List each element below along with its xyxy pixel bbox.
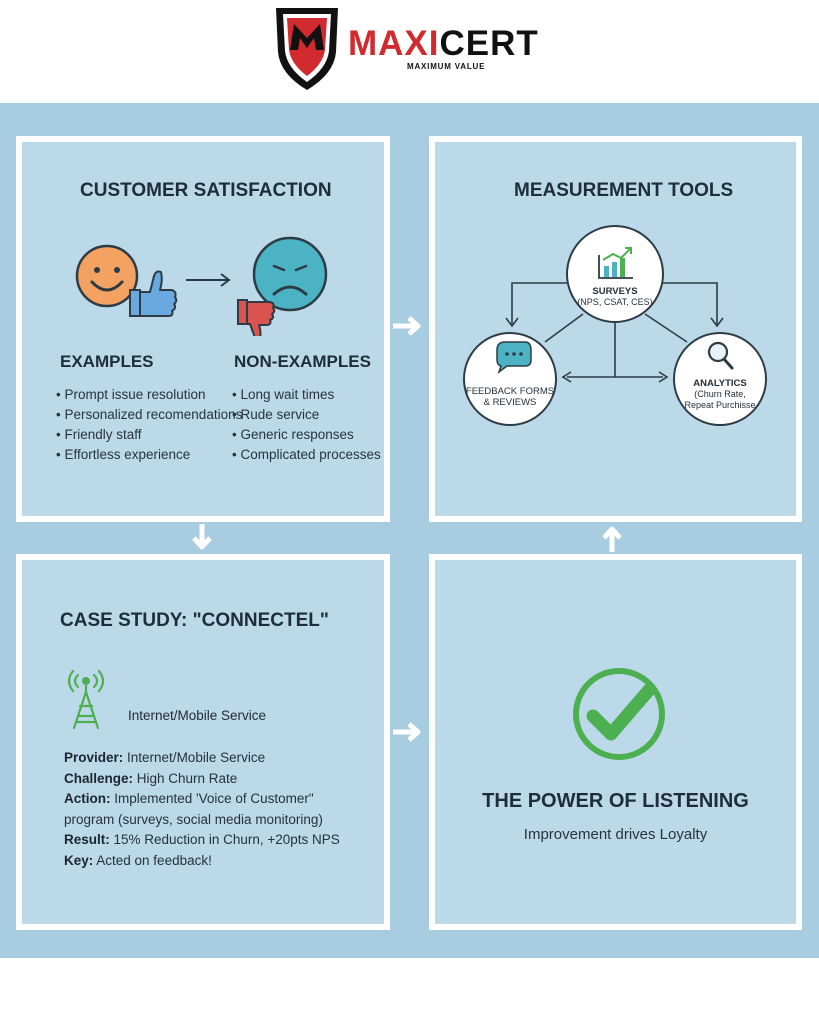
action-line: Action: Implemented 'Voice of Customer" [64, 791, 314, 806]
feedback-label: FEEDBACK FORMS & REVIEWS [465, 386, 555, 408]
arrow-right-icon [186, 273, 231, 287]
list-item: Generic responses [232, 425, 381, 445]
measurement-diagram [463, 225, 767, 426]
list-item: Friendly staff [56, 425, 242, 445]
panel-subtitle: Improvement drives Loyalty [523, 826, 708, 843]
case-study-details: Provider: Internet/Mobile Service Challe… [64, 748, 340, 871]
connector-lines [505, 282, 724, 383]
examples-heading: EXAMPLES [60, 352, 154, 371]
list-item: Complicated processes [232, 445, 380, 465]
list-item: Long wait times [232, 385, 381, 405]
service-caption: Internet/Mobile Service [128, 708, 267, 723]
brand-wordmark: MAXICERT [348, 24, 539, 63]
arrow-up-icon [602, 526, 622, 552]
panel-title: CUSTOMER SATISFACTION [80, 180, 332, 201]
sad-face-icon [252, 236, 328, 312]
cell-tower-icon [67, 670, 105, 730]
key-line: Key: Acted on feedback! [64, 852, 212, 868]
magnifier-icon [707, 341, 734, 370]
customer-satisfaction-panel: CUSTOMER SATISFACTION EXAMPLES NON-EXAMP… [16, 136, 390, 522]
list-item: Personalized recomendations [56, 405, 242, 425]
power-of-listening-panel: THE POWER OF LISTENING Improvement drive… [429, 554, 802, 930]
list-item: Rude service [232, 405, 381, 425]
brand-tagline: MAXIMUM VALUE [407, 62, 486, 71]
surveys-label: SURVEYS (NPS, CSAT, CES) [577, 286, 653, 307]
panel-title: THE POWER OF LISTENING [482, 790, 749, 812]
smiley-face-icon [75, 244, 139, 308]
arrow-right-icon [393, 722, 421, 742]
arrow-right-icon [393, 316, 421, 336]
list-item: Prompt issue resolution [56, 385, 242, 405]
surveys-node [566, 225, 664, 323]
nonexamples-list: Long wait times Rude service Generic res… [232, 385, 381, 465]
shield-logo-icon [276, 8, 338, 90]
bar-chart-icon [598, 247, 633, 279]
examples-list: Prompt issue resolution Personalized rec… [56, 385, 242, 465]
satisfaction-illustration [75, 236, 328, 336]
check-circle-icon [573, 668, 665, 760]
challenge-line: Challenge: High Churn Rate [64, 770, 238, 786]
case-study-panel: CASE STUDY: "CONNECTEL" Internet/Mobile … [16, 554, 390, 930]
arrow-down-icon [192, 524, 212, 550]
feedback-node [463, 332, 557, 426]
measurement-tools-panel: MEASUREMENT TOOLS [429, 136, 802, 522]
provider-line: Provider: Internet/Mobile Service [64, 750, 266, 765]
analytics-node [673, 332, 767, 426]
panel-title: CASE STUDY: "CONNECTEL" [60, 610, 329, 631]
nonexamples-heading: NON-EXAMPLES [234, 352, 371, 371]
panel-title: MEASUREMENT TOOLS [514, 180, 734, 201]
chat-bubble-icon [496, 341, 532, 375]
list-item: Effortless experience [56, 445, 242, 465]
maxicert-logo: MAXICERT MAXIMUM VALUE [270, 4, 560, 96]
action-line-continued: program (surveys, social media monitorin… [64, 811, 323, 827]
thumbs-down-icon [237, 299, 276, 336]
analytics-label: ANALYTICS (Churn Rate, Repeat Purchisse [684, 378, 756, 410]
result-line: Result: 15% Reduction in Churn, +20pts N… [64, 832, 340, 847]
thumbs-up-icon [129, 270, 178, 317]
